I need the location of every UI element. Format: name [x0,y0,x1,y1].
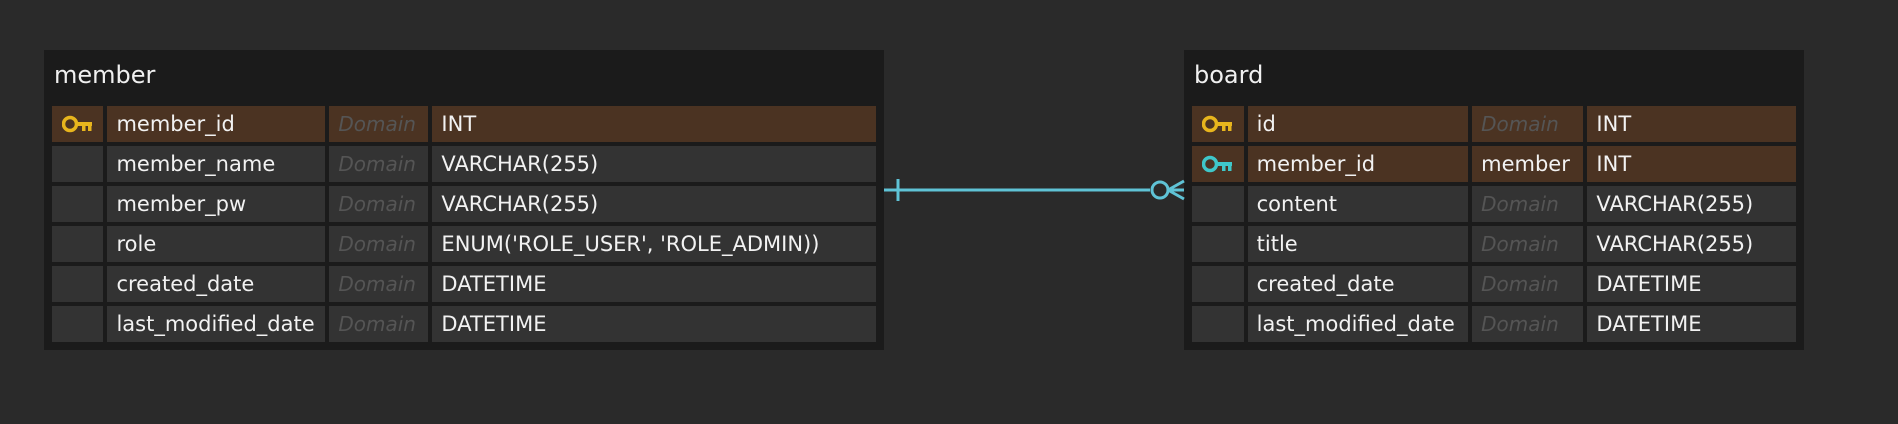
column-row-role[interactable]: role Domain ENUM('ROLE_USER', 'ROLE_ADMI… [52,226,876,262]
column-row-created-date[interactable]: created_date Domain DATETIME [1192,266,1797,302]
column-icon-slot [1192,186,1244,222]
column-icon-slot [52,266,104,302]
primary-key-icon [52,106,104,142]
column-domain[interactable]: Domain [329,266,429,302]
column-type[interactable]: VARCHAR(255) [1587,186,1797,222]
column-name[interactable]: created_date [107,266,326,302]
table-header[interactable]: board [1184,50,1804,100]
column-domain[interactable]: Domain [1472,106,1584,142]
column-type[interactable]: INT [1587,146,1797,182]
column-icon-slot [1192,306,1244,342]
column-name[interactable]: id [1247,106,1469,142]
column-name[interactable]: member_id [1247,146,1469,182]
column-name[interactable]: title [1247,226,1469,262]
column-type[interactable]: ENUM('ROLE_USER', 'ROLE_ADMIN)) [432,226,876,262]
column-icon-slot [52,186,104,222]
column-domain[interactable]: Domain [1472,266,1584,302]
foreign-key-icon [1192,146,1244,182]
column-type[interactable]: INT [432,106,876,142]
column-name[interactable]: created_date [1247,266,1469,302]
column-row-member-id[interactable]: member_id Domain INT [52,106,876,142]
column-type[interactable]: VARCHAR(255) [432,146,876,182]
table-title: member [54,61,156,89]
column-domain[interactable]: Domain [329,106,429,142]
column-domain[interactable]: Domain [1472,226,1584,262]
table-member[interactable]: member member_id Domain INT member_name … [44,50,884,350]
column-name[interactable]: last_modified_date [1247,306,1469,342]
column-name[interactable]: role [107,226,326,262]
crowfoot-lower [1167,188,1185,201]
column-domain[interactable]: Domain [329,306,429,342]
column-domain[interactable]: Domain [329,226,429,262]
column-row-member-id[interactable]: member_id member INT [1192,146,1797,182]
column-domain[interactable]: Domain [329,146,429,182]
column-row-title[interactable]: title Domain VARCHAR(255) [1192,226,1797,262]
column-icon-slot [1192,266,1244,302]
column-name[interactable]: last_modified_date [107,306,326,342]
column-type[interactable]: VARCHAR(255) [432,186,876,222]
column-type[interactable]: DATETIME [1587,266,1797,302]
column-domain[interactable]: Domain [1472,306,1584,342]
column-icon-slot [52,146,104,182]
column-domain-reference[interactable]: member [1472,146,1584,182]
column-row-id[interactable]: id Domain INT [1192,106,1797,142]
column-name[interactable]: member_id [107,106,326,142]
column-row-last-modified-date[interactable]: last_modified_date Domain DATETIME [1192,306,1797,342]
column-row-created-date[interactable]: created_date Domain DATETIME [52,266,876,302]
column-type[interactable]: DATETIME [1587,306,1797,342]
column-type[interactable]: DATETIME [432,266,876,302]
column-icon-slot [52,306,104,342]
column-row-content[interactable]: content Domain VARCHAR(255) [1192,186,1797,222]
table-board[interactable]: board id Domain INT member_id member INT [1184,50,1804,350]
column-type[interactable]: VARCHAR(255) [1587,226,1797,262]
primary-key-icon [1192,106,1244,142]
column-name[interactable]: content [1247,186,1469,222]
column-row-member-name[interactable]: member_name Domain VARCHAR(255) [52,146,876,182]
column-type[interactable]: INT [1587,106,1797,142]
column-name[interactable]: member_pw [107,186,326,222]
column-domain[interactable]: Domain [329,186,429,222]
zero-cardinality-mark [1150,180,1170,200]
column-name[interactable]: member_name [107,146,326,182]
table-header[interactable]: member [44,50,884,100]
column-icon-slot [1192,226,1244,262]
column-icon-slot [52,226,104,262]
column-row-last-modified-date[interactable]: last_modified_date Domain DATETIME [52,306,876,342]
column-type[interactable]: DATETIME [432,306,876,342]
column-row-member-pw[interactable]: member_pw Domain VARCHAR(255) [52,186,876,222]
crowfoot-upper [1167,179,1185,192]
column-domain[interactable]: Domain [1472,186,1584,222]
table-title: board [1194,61,1264,89]
